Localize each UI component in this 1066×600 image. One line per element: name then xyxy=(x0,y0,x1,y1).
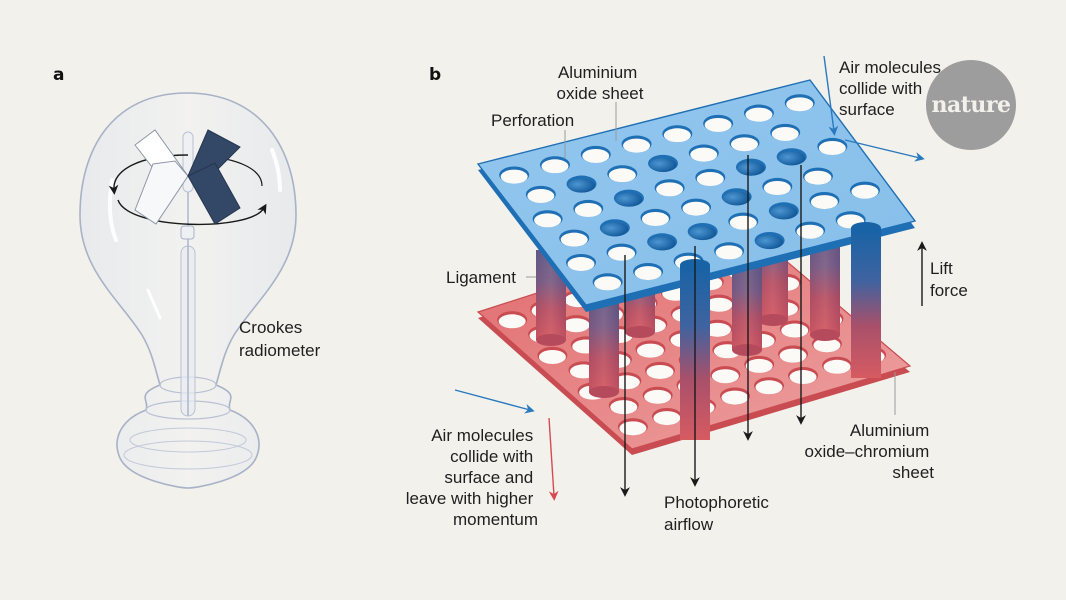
perforation xyxy=(788,366,819,385)
perforation xyxy=(809,191,840,210)
outgoing-air-arrow-bottom xyxy=(548,417,559,501)
perforation xyxy=(633,262,664,281)
top-sheet-perforations xyxy=(499,94,880,291)
perforation xyxy=(647,233,678,251)
perforation xyxy=(566,175,597,193)
perforation xyxy=(729,134,760,152)
perforation xyxy=(499,166,530,184)
perforation xyxy=(688,144,719,162)
perforation xyxy=(561,315,592,333)
perforation xyxy=(654,179,685,197)
photophoretic-airflow-arrows xyxy=(620,155,806,497)
ligament xyxy=(851,222,881,378)
perforation xyxy=(754,377,785,395)
perforation xyxy=(608,397,639,415)
perforation xyxy=(621,135,652,153)
top-sheet-surface xyxy=(476,79,917,306)
perforation xyxy=(784,94,815,112)
perforation xyxy=(719,387,750,405)
perforation xyxy=(728,212,759,230)
perforation xyxy=(754,231,785,250)
perforation xyxy=(645,361,676,379)
crookes-radiometer-bulb xyxy=(79,92,297,489)
perforation xyxy=(617,418,648,436)
perforation xyxy=(770,123,801,141)
glass-highlight xyxy=(146,288,162,320)
air-molecules-top-label: Air molecules collide with surface xyxy=(839,58,946,119)
perforation xyxy=(539,156,570,174)
perforation xyxy=(822,356,853,374)
perforation xyxy=(648,154,679,172)
incoming-air-arrow-bottom xyxy=(454,389,535,414)
perforation xyxy=(592,273,623,291)
photophoretic-airflow-label: Photophoretic airflow xyxy=(664,493,774,534)
perforation xyxy=(606,243,637,261)
perforation xyxy=(662,125,693,143)
top-sheet xyxy=(476,79,917,312)
base-ring xyxy=(129,427,247,453)
ligament-label: Ligament xyxy=(446,268,516,287)
perforation xyxy=(537,346,568,364)
crookes-radiometer-label: Crookes radiometer xyxy=(239,318,321,360)
panel-a: a xyxy=(53,65,321,489)
perforation xyxy=(849,181,880,199)
perforation xyxy=(687,222,718,241)
perforation xyxy=(573,199,604,218)
perforation xyxy=(566,253,597,272)
perforation xyxy=(743,104,774,122)
logo-text: nature xyxy=(932,92,1011,118)
perforation xyxy=(599,219,630,237)
panel-b: b xyxy=(406,55,968,534)
outgoing-air-arrow-top xyxy=(844,139,925,162)
aluminium-oxide-chromium-sheet-label: Aluminium oxide–chromium sheet xyxy=(805,421,935,482)
perforation-label: Perforation xyxy=(491,111,574,130)
perforation xyxy=(735,158,766,176)
perforation xyxy=(768,202,799,220)
white-vane-front xyxy=(134,160,189,225)
dark-vane-front xyxy=(187,162,241,225)
perforation xyxy=(532,210,563,228)
base-ring xyxy=(123,440,253,470)
aluminium-oxide-sheet-label: Aluminium oxide sheet xyxy=(557,63,644,103)
perforation xyxy=(651,407,682,426)
perforation xyxy=(795,221,826,239)
perforation xyxy=(744,355,775,373)
perforation xyxy=(613,189,644,207)
perforation xyxy=(762,177,793,196)
pivot-block xyxy=(180,225,195,240)
perforation xyxy=(607,165,638,183)
perforation xyxy=(497,311,528,329)
perforation xyxy=(681,198,712,216)
perforation xyxy=(640,208,671,227)
perforation xyxy=(642,386,673,404)
perforation xyxy=(635,340,666,358)
perforation xyxy=(817,137,848,156)
rotation-arrow xyxy=(108,154,189,195)
perforation xyxy=(776,148,807,166)
air-molecules-bottom-label: Air molecules collide with surface and l… xyxy=(406,426,538,529)
perforation xyxy=(525,185,556,203)
panel-a-letter: a xyxy=(53,65,64,85)
perforation xyxy=(703,114,734,132)
rotation-arrow xyxy=(117,199,267,226)
glass-highlight xyxy=(270,148,282,192)
logo-circle xyxy=(926,60,1016,150)
perforation xyxy=(695,168,726,187)
perforation xyxy=(580,145,611,163)
lift-force-label: Lift force xyxy=(930,259,968,300)
perforation xyxy=(721,188,752,206)
perforation xyxy=(778,345,809,363)
ligament xyxy=(732,260,762,356)
perforation xyxy=(559,229,590,247)
perforation xyxy=(710,366,741,384)
panel-b-letter: b xyxy=(429,65,441,85)
perforation xyxy=(704,294,735,312)
nature-logo: nature xyxy=(926,60,1016,150)
perforation xyxy=(714,242,745,260)
incoming-air-arrow-top xyxy=(823,55,839,136)
perforation xyxy=(802,167,833,185)
